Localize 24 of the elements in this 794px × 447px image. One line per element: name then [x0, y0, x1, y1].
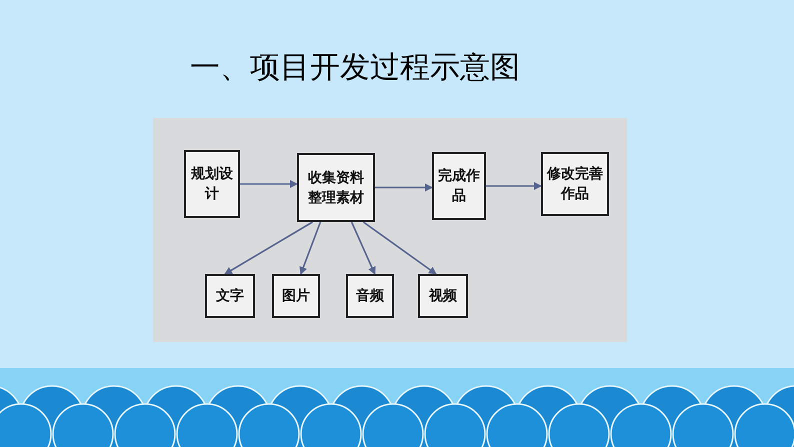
arrow — [350, 222, 376, 275]
arrow — [240, 180, 298, 188]
box-label: 规划设计 — [190, 165, 234, 204]
process-box — [346, 274, 394, 318]
arrow — [375, 184, 433, 192]
box-label: 视频 — [429, 287, 457, 306]
box-label: 文字 — [216, 286, 244, 306]
box-label: 修改完善作品 — [547, 164, 603, 204]
process-box — [541, 152, 609, 216]
process-box — [432, 152, 486, 220]
process-box — [184, 150, 240, 218]
process-box — [297, 153, 375, 222]
process-box — [205, 274, 255, 318]
box-label: 音频 — [356, 286, 384, 306]
box-label: 收集资料整理素材 — [307, 168, 365, 208]
process-box — [272, 274, 320, 318]
title: 一、项目开发过程示意图 — [190, 49, 520, 87]
arrow — [362, 221, 437, 275]
box-label: 完成作品 — [438, 166, 480, 206]
arrow — [224, 221, 313, 275]
arrow — [486, 182, 542, 190]
box-label: 图片 — [282, 287, 310, 306]
process-box — [418, 274, 468, 318]
arrow — [300, 222, 322, 275]
